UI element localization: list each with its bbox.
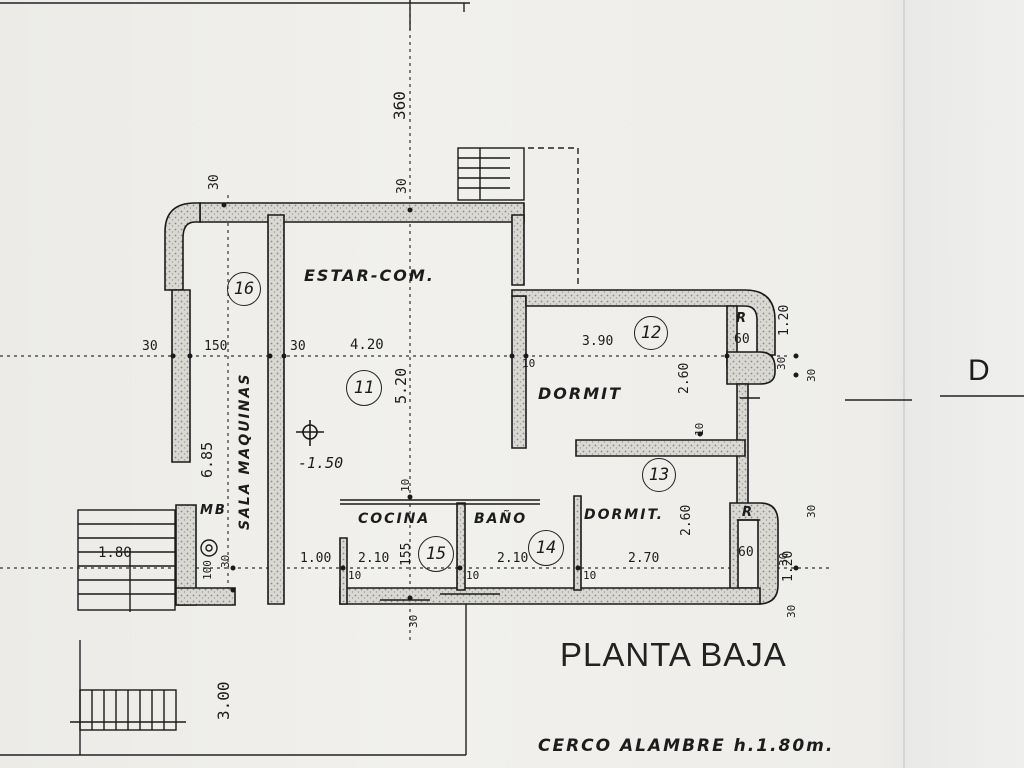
dim-100-mb: 100: [201, 560, 214, 580]
stairs-top: [457, 147, 525, 201]
stairs-bottom: [70, 689, 186, 731]
dim-2-70: 2.70: [628, 551, 660, 566]
dim-30-r2: 30: [805, 368, 818, 382]
dim-30-top: 30: [395, 178, 410, 194]
closet-label-r-bottom: R: [742, 505, 755, 520]
dim-30-r3: 30: [805, 504, 818, 518]
section-mark: D: [968, 354, 990, 387]
room-number-11: 11: [346, 370, 382, 406]
dim-2-10-bano: 2.10: [497, 551, 529, 566]
room-number-12: 12: [634, 316, 668, 350]
fixtures: [340, 397, 760, 601]
closet-label-r-top: R: [736, 311, 749, 326]
dim-30-mid: 30: [290, 339, 306, 354]
dim-10-bano: 10: [466, 569, 480, 582]
axis-lines: [0, 0, 830, 640]
level-label: -1.50: [298, 454, 344, 472]
dim-1-80: 1.80: [98, 545, 132, 561]
dim-1-00: 1.00: [300, 551, 332, 566]
room-number-14: 14: [528, 530, 564, 566]
stairs-left: [77, 509, 176, 612]
walls: [164, 202, 779, 606]
page-edge: [903, 0, 905, 768]
dim-30-r4: 30: [777, 552, 790, 566]
dim-360: 360: [390, 91, 409, 120]
room-number-13: 13: [642, 458, 676, 492]
room-name-sala: SALA MAQUINAS: [237, 372, 253, 530]
room-name-cocina: COCINA: [358, 511, 431, 527]
dim-10-c: 10: [399, 478, 412, 492]
equipment-label-mb: MB: [200, 503, 227, 518]
dim-30-mb: 30: [219, 554, 232, 568]
drawing-title: PLANTA BAJA: [560, 636, 787, 673]
dim-30-left: 30: [142, 339, 158, 354]
dim-10-b: 10: [693, 422, 706, 436]
room-name-bano: BAÑO: [474, 511, 528, 527]
dim-60-bottom: 60: [738, 545, 754, 560]
dim-5-20: 5.20: [392, 367, 410, 404]
dim-2-10-cocina: 2.10: [358, 551, 390, 566]
dim-10-cocina: 10: [348, 569, 362, 582]
dim-30-r1: 30: [775, 356, 788, 370]
level-marker-icon: [296, 420, 324, 446]
dim-3-00: 3.00: [214, 681, 233, 720]
room-number-15: 15: [418, 536, 454, 572]
dim-10-dormit: 10: [522, 357, 536, 370]
dim-3-90: 3.90: [582, 334, 614, 349]
fence-note: CERCO ALAMBRE h.1.80m.: [538, 736, 835, 756]
dim-10-dormit-13: 10: [583, 569, 597, 582]
dim-6-85: 6.85: [198, 441, 216, 478]
room-name-dormit-13: DORMIT.: [584, 507, 664, 523]
dim-60-top: 60: [734, 332, 750, 347]
dim-30-top-left: 30: [207, 174, 222, 190]
dim-1-20-top: 1.20: [777, 304, 792, 336]
machine-symbol-icon: [200, 539, 218, 557]
dim-30-bottom-right: 30: [785, 604, 798, 618]
room-number-16: 16: [227, 272, 261, 306]
room-name-estar: ESTAR-COM.: [304, 266, 435, 285]
dim-2-60-lower: 2.60: [679, 504, 694, 536]
dim-30-bottom: 30: [407, 614, 420, 628]
dimension-ticks: [170, 202, 799, 601]
dim-2-60-upper: 2.60: [677, 362, 692, 394]
dim-150: 150: [204, 339, 228, 354]
dim-4-20: 4.20: [350, 337, 384, 353]
room-name-dormit-12: DORMIT: [538, 384, 622, 403]
dim-155: 155: [399, 542, 414, 566]
